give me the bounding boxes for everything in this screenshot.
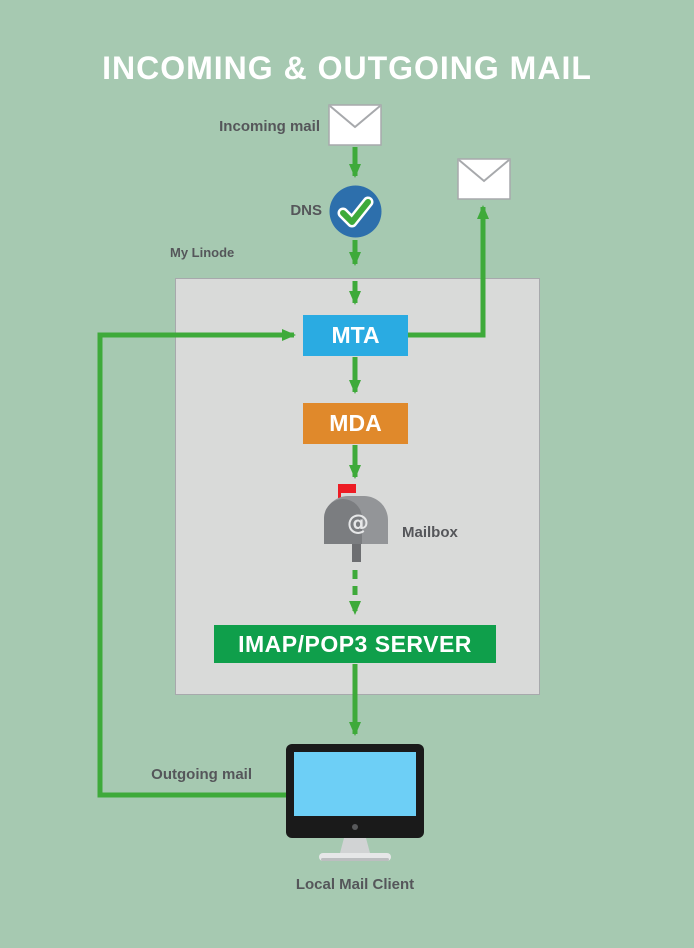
page-title: INCOMING & OUTGOING MAIL xyxy=(102,50,592,86)
mailbox-icon: @ xyxy=(318,482,394,566)
outgoing-mail-label: Outgoing mail xyxy=(151,766,252,783)
my-linode-label: My Linode xyxy=(170,245,235,260)
mailbox-label: Mailbox xyxy=(402,524,458,541)
mailbox-at-symbol: @ xyxy=(347,511,369,536)
incoming-mail-label: Incoming mail xyxy=(219,118,320,135)
mda-node: MDA xyxy=(303,403,408,444)
outgoing-envelope-icon xyxy=(457,158,511,200)
dns-label: DNS xyxy=(290,202,322,219)
dns-check-icon xyxy=(329,185,382,238)
incoming-envelope-icon xyxy=(328,104,382,146)
local-mail-client-icon xyxy=(285,743,425,865)
mta-node: MTA xyxy=(303,315,408,356)
imap-pop3-server-node: IMAP/POP3 SERVER xyxy=(214,625,496,663)
local-mail-client-label: Local Mail Client xyxy=(295,876,415,893)
